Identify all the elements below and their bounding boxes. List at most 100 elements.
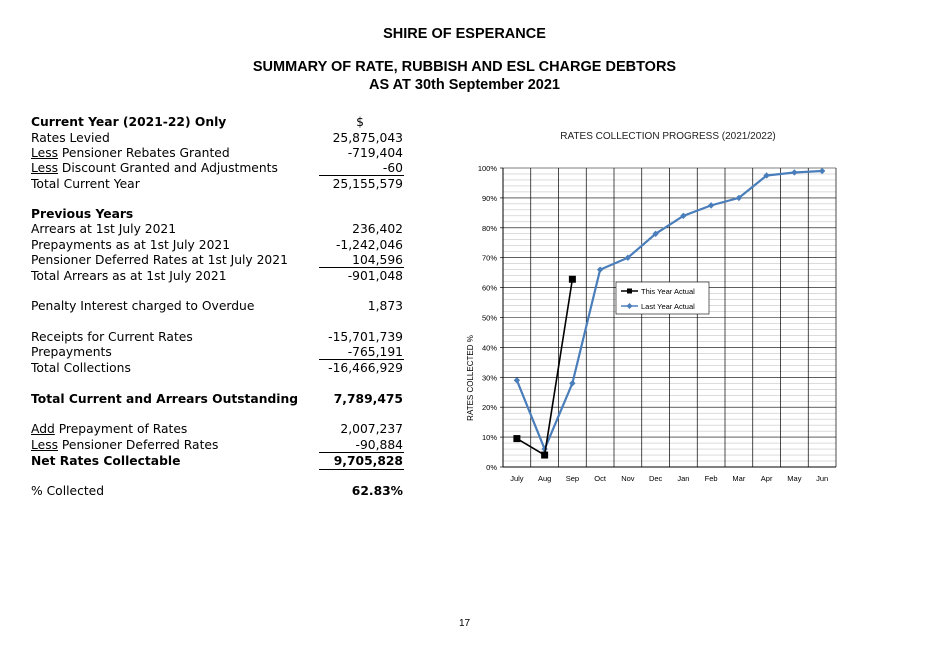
chart-grid [502,167,837,468]
y-axis-label: RATES COLLECTED % [466,335,475,421]
report-date: AS AT 30th September 2021 [369,77,560,93]
y-tick-label: 100% [478,164,498,173]
rates-levied-row: Rates Levied 25,875,043 [31,130,403,146]
data-point [513,377,521,384]
rates-collection-chart: RATES COLLECTION PROGRESS (2021/2022) RA… [466,131,837,483]
data-point [569,380,576,387]
legend-box [615,281,710,315]
less-deferred-row: Less Pensioner Deferred Rates -90,884 [31,437,403,453]
y-tick-label: 10% [482,433,497,442]
discount-text: Discount Granted and Adjustments [58,161,278,175]
x-tick-label: Nov [621,474,635,483]
chart-title: RATES COLLECTION PROGRESS (2021/2022) [560,131,775,142]
data-point [735,194,743,202]
x-tick-label: Mar [732,474,745,483]
data-point [763,172,770,179]
data-point [818,167,826,175]
prepayments-july-label: Prepayments as at 1st July 2021 [31,238,231,252]
total-collections-label: Total Collections [31,361,131,375]
prepayments-july-row: Prepayments as at 1st July 2021 -1,242,0… [31,237,403,253]
add-prefix: Add [31,422,55,436]
percent-collected-value: 62.83% [351,484,403,498]
data-point [791,169,798,176]
y-tick-label: 20% [482,403,497,412]
data-point [624,254,632,261]
discount-label: Less Discount Granted and Adjustments [31,160,278,176]
data-point [568,275,576,283]
x-tick-label: Feb [705,474,718,483]
page-number: 17 [458,618,471,629]
x-tick-label: Aug [538,474,551,483]
organisation-title: SHIRE OF ESPERANCE [383,26,546,42]
less-deferred-text: Pensioner Deferred Rates [58,438,219,452]
discount-row: Less Discount Granted and Adjustments -6… [31,160,403,176]
deferred-rates-row: Pensioner Deferred Rates at 1st July 202… [31,252,403,268]
chart-series [513,167,826,459]
total-collections-value: -16,466,929 [328,361,403,375]
y-tick-label: 40% [482,343,497,352]
less-deferred-label: Less Pensioner Deferred Rates [31,437,218,453]
report-title: SUMMARY OF RATE, RUBBISH AND ESL CHARGE … [252,59,677,75]
subtotal-rule [319,267,404,268]
deferred-rates-value: 104,596 [352,253,403,267]
data-point [707,202,715,209]
x-tick-label: Jun [816,474,828,483]
total-collections-row: Total Collections -16,466,929 [31,360,403,376]
total-rule [319,469,404,470]
data-point [541,451,549,459]
legend-marker [626,303,633,309]
total-current-year-label: Total Current Year [31,177,140,191]
y-tick-label: 90% [482,194,497,203]
pensioner-rebates-text: Pensioner Rebates Granted [58,146,230,160]
discount-value: -60 [382,161,403,175]
receipts-row: Receipts for Current Rates -15,701,739 [31,329,403,345]
add-prepayment-text: Prepayment of Rates [54,422,188,436]
less-prefix: Less [31,161,59,175]
currency-symbol: $ [356,115,364,129]
subtotal-rule [319,175,404,176]
y-tick-label: 30% [482,373,497,382]
percent-collected-label: % Collected [31,484,105,498]
penalty-value: 1,873 [367,299,403,313]
data-point [652,230,659,237]
data-point [513,435,521,443]
prepayments-value: -765,191 [347,345,403,359]
less-deferred-value: -90,884 [355,438,403,452]
y-tick-label: 80% [482,224,497,233]
total-current-year-row: Total Current Year 25,155,579 [31,176,403,192]
y-tick-label: 60% [482,284,497,293]
net-collectable-label: Net Rates Collectable [31,454,181,468]
receipts-label: Receipts for Current Rates [31,330,193,344]
total-arrears-value: -901,048 [347,269,403,283]
arrears-row: Arrears at 1st July 2021 236,402 [31,221,403,237]
x-tick-label: May [787,474,801,483]
x-tick-label: Apr [761,474,773,483]
data-point [596,266,604,273]
x-tick-label: July [510,474,524,483]
percent-collected-row: % Collected 62.83% [31,483,403,499]
total-current-year-value: 25,155,579 [332,177,403,191]
outstanding-value: 7,789,475 [333,392,403,406]
current-year-heading-row: Current Year (2021-22) Only $ [31,114,403,130]
prepayments-row: Prepayments -765,191 [31,344,403,360]
add-prepayment-value: 2,007,237 [340,422,403,436]
total-arrears-label: Total Arrears as at 1st July 2021 [31,269,227,283]
prepayments-july-value: -1,242,046 [335,238,403,252]
arrears-value: 236,402 [352,222,403,236]
outstanding-label: Total Current and Arrears Outstanding [31,392,299,406]
less-prefix: Less [31,438,59,452]
legend-label: This Year Actual [641,287,695,296]
series-line [515,169,823,452]
prepayments-label: Prepayments [31,345,112,359]
data-point [541,445,548,453]
rates-levied-label: Rates Levied [31,131,110,145]
x-tick-label: Oct [594,474,607,483]
arrears-label: Arrears at 1st July 2021 [31,222,177,236]
y-tick-label: 0% [486,463,497,472]
receipts-value: -15,701,739 [328,330,403,344]
total-arrears-row: Total Arrears as at 1st July 2021 -901,0… [31,268,403,284]
y-tick-label: 70% [482,254,497,263]
rates-levied-value: 25,875,043 [332,131,403,145]
